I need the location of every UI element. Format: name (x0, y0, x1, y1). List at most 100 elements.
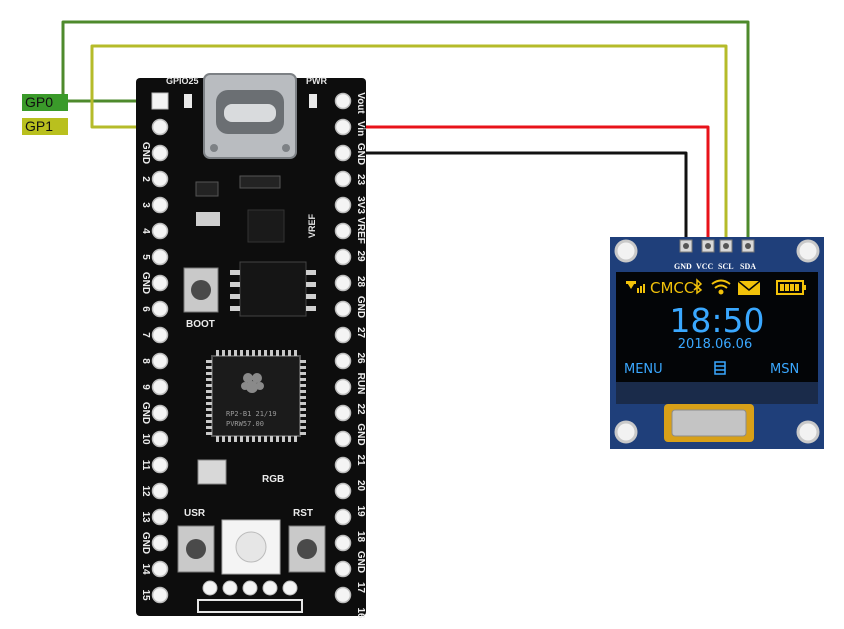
bottom-pad (262, 580, 278, 596)
oled-pin-scl: SCL (718, 262, 734, 271)
battery-icon (776, 280, 806, 295)
rst-button[interactable] (297, 539, 317, 559)
left-pin-label: 6 (140, 306, 151, 312)
left-pin-pad (151, 326, 169, 344)
left-pin-pad (151, 430, 169, 448)
right-pin-pad (334, 404, 352, 422)
pwr-label: PWR (306, 76, 327, 86)
flash-chip (239, 261, 307, 317)
left-pin-label: 4 (140, 228, 151, 234)
pin1-square-pad (151, 92, 169, 110)
right-pin-label: 27 (355, 327, 366, 339)
right-pin-label: VREF (355, 217, 366, 244)
left-pin-pad (151, 456, 169, 474)
right-pin-label: GND (355, 296, 366, 318)
wifi-icon (711, 279, 731, 295)
right-pin-pad (334, 586, 352, 604)
left-pin-pad (151, 248, 169, 266)
mount-hole-tl (614, 239, 638, 263)
right-pin-pad (334, 170, 352, 188)
right-pin-labels: VoutVinGND233V3VREF2928GND2726RUN22GND21… (355, 92, 366, 619)
right-pin-pad (334, 326, 352, 344)
oled-screen (616, 272, 818, 382)
left-pin-label: 12 (140, 485, 151, 497)
raspberry-logo-icon (241, 373, 264, 393)
right-pin-pad (334, 92, 352, 110)
left-pin-label: 11 (140, 460, 151, 471)
right-pin-pad (334, 144, 352, 162)
right-pin-label: 26 (355, 352, 366, 364)
right-pin-pad (334, 248, 352, 266)
right-pin-pad (334, 534, 352, 552)
bottom-pad (242, 580, 258, 596)
oled-glass-edge (616, 382, 818, 404)
gp1-label: GP1 (22, 118, 68, 135)
left-pin-pad (151, 170, 169, 188)
chip-text-line1: RP2-B1 21/19 (226, 410, 277, 418)
left-pin-label: GND (140, 532, 151, 554)
right-pin-pad (334, 482, 352, 500)
gpio25-led (184, 94, 192, 108)
oled-pin-sda: SDA (740, 262, 756, 271)
bottom-pad (282, 580, 298, 596)
left-pin-pad (151, 482, 169, 500)
right-pin-pad (334, 456, 352, 474)
left-pin-label: 7 (140, 332, 151, 338)
crystal (197, 459, 227, 485)
left-pin-label: 5 (140, 254, 151, 260)
right-pin-pad (334, 196, 352, 214)
left-pin-label: 9 (140, 384, 151, 390)
message-icon (737, 280, 761, 295)
left-pin-label: 2 (140, 176, 151, 182)
oled-time: 18:50 (669, 301, 764, 340)
left-pin-header (151, 92, 169, 604)
usr-button[interactable] (186, 539, 206, 559)
vcc-wire (343, 125, 710, 243)
right-pin-label: 23 (355, 174, 366, 186)
boot-button[interactable] (191, 280, 211, 300)
bottom-pad (222, 580, 238, 596)
flash-chip-pins (230, 270, 316, 311)
bluetooth-icon (693, 278, 703, 295)
left-pin-label: 3 (140, 202, 151, 208)
right-pin-label: 21 (355, 454, 366, 466)
right-pin-label: 29 (355, 250, 366, 262)
right-pin-pad (334, 222, 352, 240)
right-pin-pad (334, 300, 352, 318)
left-pin-pad (151, 222, 169, 240)
mount-hole-br (796, 420, 820, 444)
bottom-pads (202, 580, 298, 596)
right-pin-pad (334, 352, 352, 370)
oled-date: 2018.06.06 (678, 337, 752, 352)
right-pin-header (334, 92, 352, 604)
left-pin-pad (151, 586, 169, 604)
usr-label: USR (184, 508, 206, 519)
left-pin-label: 13 (140, 511, 151, 523)
chip-text-line2: PVRW57.00 (226, 420, 264, 428)
left-pin-label: GND (140, 402, 151, 424)
right-pin-label: GND (355, 551, 366, 573)
right-pin-label: 19 (355, 505, 366, 517)
left-pin-label: 15 (140, 589, 151, 601)
left-pin-pad (151, 196, 169, 214)
right-pin-label: 18 (355, 531, 366, 543)
right-pin-pad (334, 118, 352, 136)
oled-menu-left: MENU (624, 362, 663, 377)
left-pin-label: GND (140, 272, 151, 294)
boot-label: BOOT (186, 319, 215, 330)
capacitor (196, 212, 220, 226)
left-pin-pad (151, 300, 169, 318)
bottom-pad (202, 580, 218, 596)
mount-hole-bl (614, 420, 638, 444)
left-pin-pad (151, 404, 169, 422)
right-pin-pad (334, 508, 352, 526)
left-pin-pad (151, 352, 169, 370)
gpio25-label: GPIO25 (166, 76, 199, 86)
wires (61, 20, 750, 243)
right-pin-label: 16 (355, 607, 366, 619)
right-pin-label: Vout (355, 92, 366, 114)
right-pin-label: GND (355, 423, 366, 445)
right-pin-pad (334, 378, 352, 396)
right-pin-label: GND (355, 143, 366, 165)
oled-pin-vcc: VCC (696, 262, 714, 271)
